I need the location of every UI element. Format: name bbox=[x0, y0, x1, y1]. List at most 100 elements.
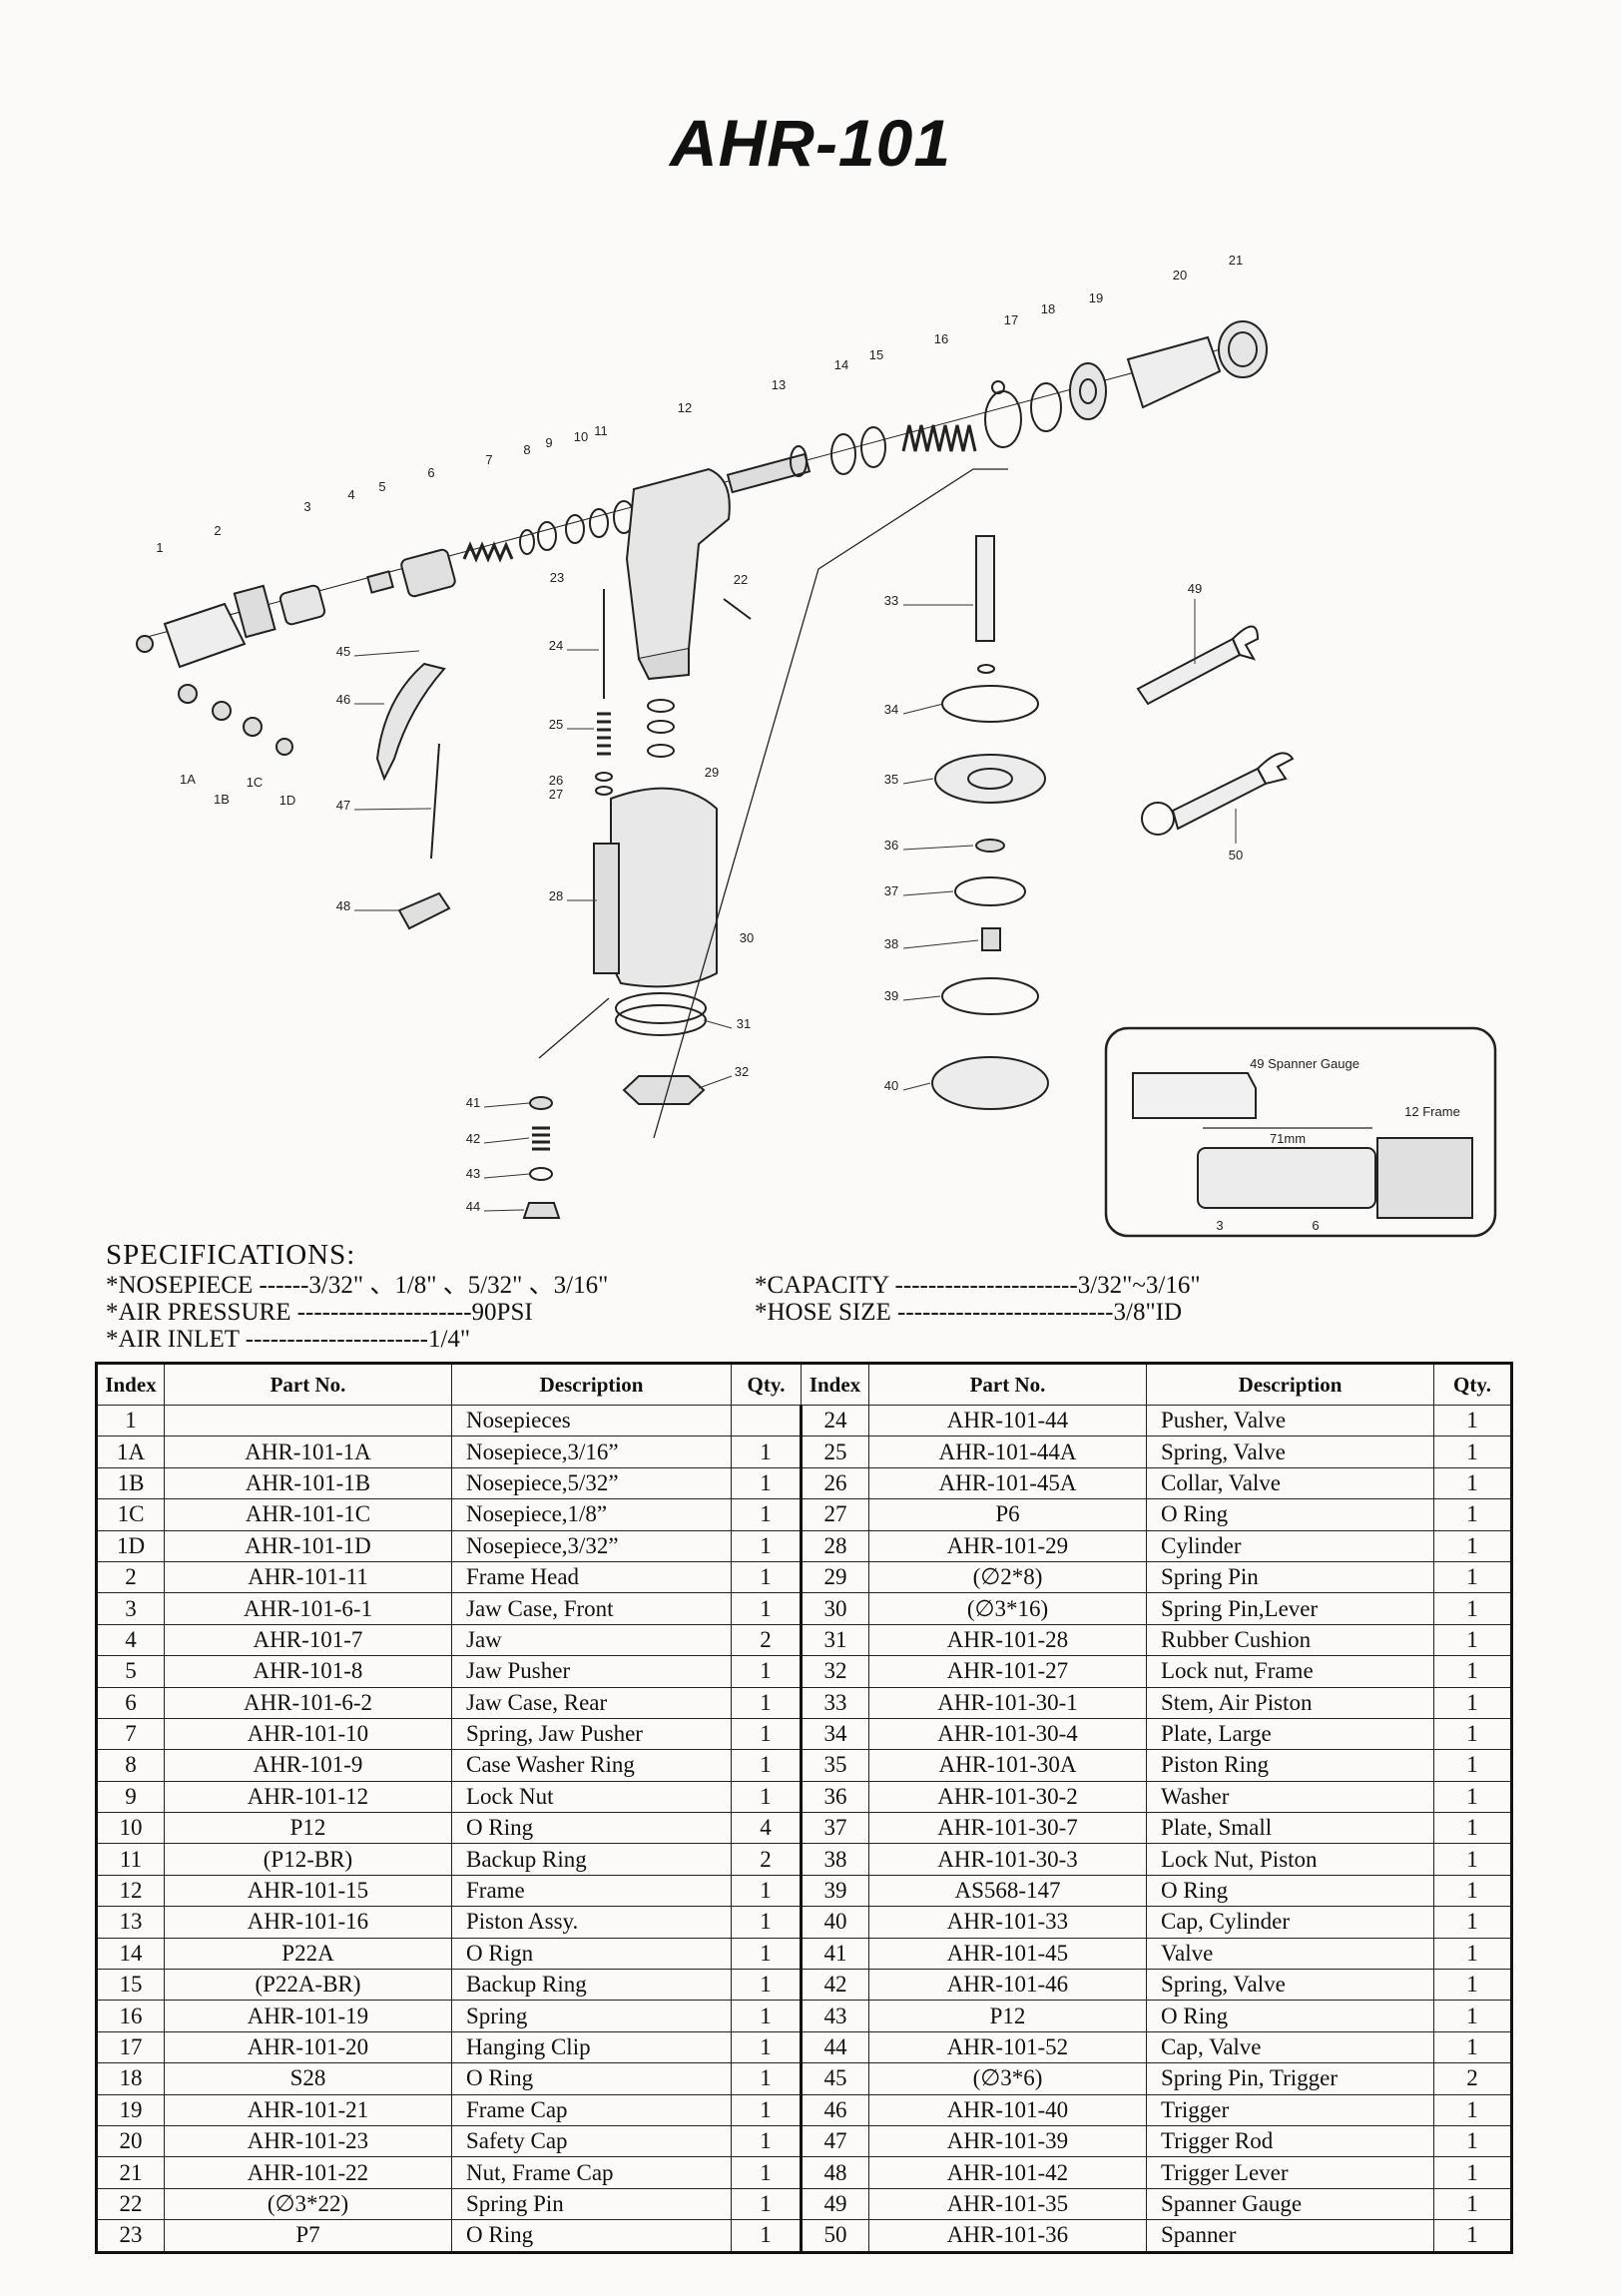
cell-part-no: AHR-101-15 bbox=[164, 1874, 452, 1908]
cell-description: Jaw Case, Rear bbox=[451, 1686, 732, 1719]
header-part-no: Part No. bbox=[164, 1363, 452, 1406]
cell-part-no: AS568-147 bbox=[868, 1874, 1147, 1908]
cell-part-no: AHR-101-16 bbox=[164, 1906, 452, 1939]
cell-description: Frame Head bbox=[451, 1560, 732, 1594]
cell-description: Backup Ring bbox=[451, 1969, 732, 2002]
cell-index: 46 bbox=[800, 2093, 869, 2126]
cell-qty: 1 bbox=[1433, 1906, 1512, 1939]
cell-index: 28 bbox=[800, 1529, 869, 1562]
cell-index: 9 bbox=[96, 1780, 165, 1814]
cell-qty: 1 bbox=[1433, 2093, 1512, 2126]
cell-description: Spring Pin, Trigger bbox=[1146, 2062, 1434, 2095]
callout-34: 34 bbox=[884, 702, 898, 717]
callout-42: 42 bbox=[466, 1131, 480, 1146]
cell-part-no: AHR-101-27 bbox=[868, 1655, 1147, 1688]
callout-40: 40 bbox=[884, 1078, 898, 1093]
cell-description: Cap, Valve bbox=[1146, 2030, 1434, 2064]
callout-11: 11 bbox=[594, 423, 608, 438]
cell-qty: 1 bbox=[731, 1655, 802, 1688]
cell-description: O Rign bbox=[451, 1937, 732, 1971]
cell-qty: 1 bbox=[1433, 1560, 1512, 1594]
callout-16: 16 bbox=[934, 331, 948, 346]
cell-part-no: S28 bbox=[164, 2062, 452, 2095]
cell-description: Jaw Pusher bbox=[451, 1655, 732, 1688]
cell-qty: 1 bbox=[731, 2124, 802, 2158]
cell-index: 20 bbox=[96, 2124, 165, 2158]
cell-description: Cap, Cylinder bbox=[1146, 1906, 1434, 1939]
cell-qty: 1 bbox=[731, 1874, 802, 1908]
callout-12: 12 bbox=[678, 400, 692, 415]
cell-part-no: AHR-101-45A bbox=[868, 1466, 1147, 1500]
cell-qty: 1 bbox=[731, 1749, 802, 1782]
cell-index: 33 bbox=[800, 1686, 869, 1719]
cell-part-no: AHR-101-30A bbox=[868, 1749, 1147, 1782]
cell-index: 41 bbox=[800, 1937, 869, 1971]
cell-index: 36 bbox=[800, 1780, 869, 1814]
cell-index: 21 bbox=[96, 2156, 165, 2189]
callout-25: 25 bbox=[549, 717, 563, 732]
cell-index: 38 bbox=[800, 1843, 869, 1876]
cell-part-no: AHR-101-11 bbox=[164, 1560, 452, 1594]
cell-qty: 1 bbox=[731, 2093, 802, 2126]
callout-1: 1 bbox=[156, 540, 163, 555]
cell-part-no: AHR-101-12 bbox=[164, 1780, 452, 1814]
cell-description: O Ring bbox=[1146, 1498, 1434, 1531]
callout-4: 4 bbox=[347, 487, 354, 502]
cell-description: Trigger Lever bbox=[1146, 2156, 1434, 2189]
cell-qty: 1 bbox=[731, 1529, 802, 1562]
cell-description: Jaw Case, Front bbox=[451, 1592, 732, 1625]
cell-index: 30 bbox=[800, 1592, 869, 1625]
cell-qty: 1 bbox=[731, 1435, 802, 1468]
cell-index: 26 bbox=[800, 1466, 869, 1500]
cell-part-no: AHR-101-6-1 bbox=[164, 1592, 452, 1625]
cell-part-no: AHR-101-40 bbox=[868, 2093, 1147, 2126]
cell-part-no: AHR-101-10 bbox=[164, 1717, 452, 1751]
cell-index: 13 bbox=[96, 1906, 165, 1939]
cell-index: 43 bbox=[800, 2000, 869, 2032]
cell-part-no: AHR-101-52 bbox=[868, 2030, 1147, 2064]
cell-part-no: (P12-BR) bbox=[164, 1843, 452, 1876]
cell-qty: 1 bbox=[731, 2062, 802, 2095]
cell-index: 4 bbox=[96, 1623, 165, 1657]
callout-33: 33 bbox=[884, 593, 898, 608]
cell-part-no: P7 bbox=[164, 2219, 452, 2253]
callout-21: 21 bbox=[1229, 253, 1243, 268]
header-qty: Qty. bbox=[731, 1363, 802, 1406]
cell-part-no: AHR-101-39 bbox=[868, 2124, 1147, 2158]
cell-description: Jaw bbox=[451, 1623, 732, 1657]
cell-part-no: AHR-101-29 bbox=[868, 1529, 1147, 1562]
specs-heading: SPECIFICATIONS: bbox=[106, 1239, 356, 1271]
cell-qty: 1 bbox=[1433, 2124, 1512, 2158]
inset-ref-6: 6 bbox=[1312, 1218, 1319, 1233]
cell-qty bbox=[731, 1404, 802, 1437]
cell-part-no: AHR-101-45 bbox=[868, 1937, 1147, 1971]
cell-description: Plate, Large bbox=[1146, 1717, 1434, 1751]
spec-nosepiece: *NOSEPIECE ------3/32" 、1/8" 、5/32" 、3/1… bbox=[106, 1272, 609, 1299]
cell-description: Valve bbox=[1146, 1937, 1434, 1971]
cell-qty: 1 bbox=[1433, 2156, 1512, 2189]
cell-description: Washer bbox=[1146, 1780, 1434, 1814]
callout-24: 24 bbox=[549, 638, 563, 653]
cell-description: Spring, Valve bbox=[1146, 1969, 1434, 2002]
callout-14: 14 bbox=[834, 357, 848, 372]
callout-31: 31 bbox=[737, 1016, 751, 1031]
header-qty-right: Qty. bbox=[1433, 1363, 1512, 1406]
callout-1d: 1D bbox=[279, 793, 296, 808]
cell-part-no: AHR-101-44 bbox=[868, 1404, 1147, 1437]
header-index: Index bbox=[96, 1363, 165, 1406]
cell-qty: 4 bbox=[731, 1812, 802, 1845]
cell-description: Spring bbox=[451, 2000, 732, 2032]
cell-description: Spring Pin bbox=[1146, 1560, 1434, 1594]
cell-qty: 1 bbox=[1433, 1717, 1512, 1751]
cell-index: 10 bbox=[96, 1812, 165, 1845]
callout-44: 44 bbox=[466, 1199, 480, 1214]
cell-index: 49 bbox=[800, 2187, 869, 2221]
